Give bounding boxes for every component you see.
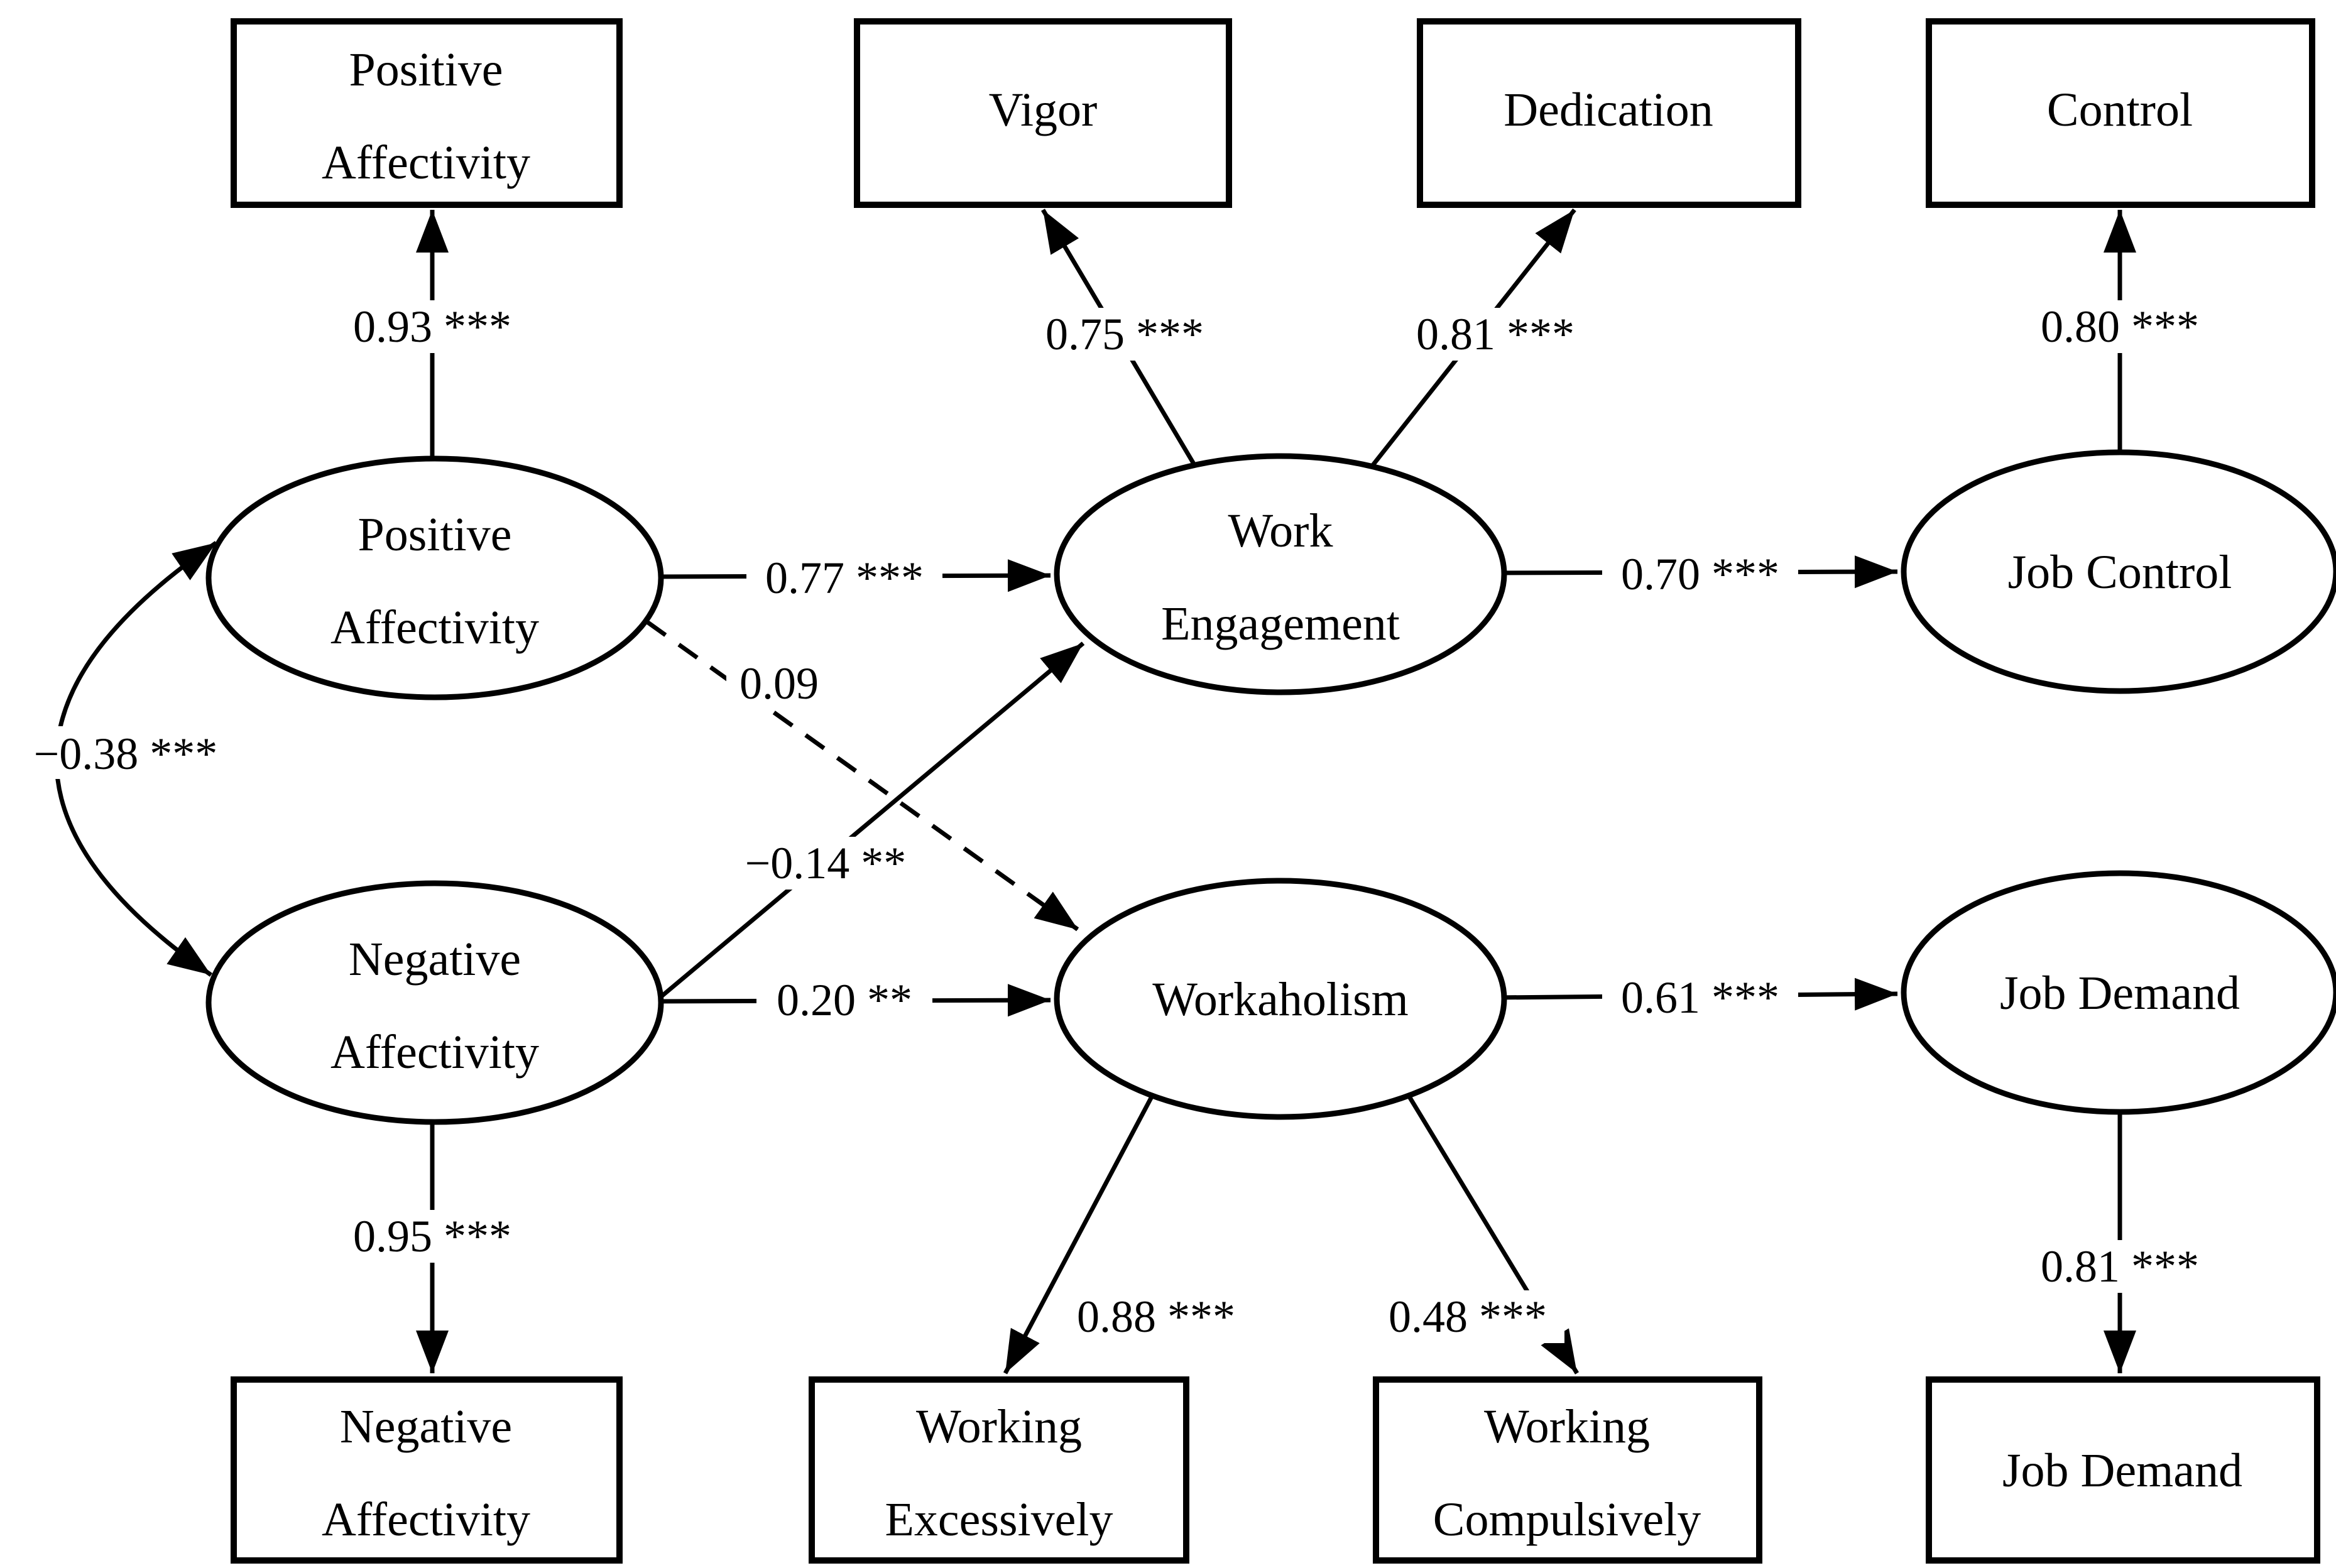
observed-working-excessively-box bbox=[809, 1376, 1189, 1564]
latent-negative-affectivity-label-line1: Negative bbox=[349, 933, 521, 986]
coefficient-working-excessively-label: 0.88 *** bbox=[1077, 1292, 1235, 1342]
nodes: Positive Affectivity Vigor Dedication Co… bbox=[205, 18, 2336, 1564]
coefficient-na-we-label: −0.14 ** bbox=[745, 838, 907, 888]
observed-dedication-label: Dedication bbox=[1504, 84, 1713, 136]
observed-vigor-box bbox=[854, 18, 1232, 208]
latent-positive-affectivity-label-line1: Positive bbox=[358, 508, 512, 561]
latent-workaholism-label: Workaholism bbox=[1152, 973, 1409, 1026]
observed-dedication-box bbox=[1417, 18, 1801, 208]
observed-working-compulsively-label-line1: Working bbox=[1484, 1400, 1650, 1453]
observed-negative-affectivity-box bbox=[231, 1376, 623, 1564]
latent-work-engagement-label-line2: Engagement bbox=[1161, 597, 1400, 650]
coefficient-na-workaholism-label: 0.20 ** bbox=[777, 975, 912, 1025]
latent-job-control-ellipse bbox=[1901, 449, 2336, 694]
edges bbox=[54, 208, 2136, 1375]
latent-negative-affectivity-label-line2: Affectivity bbox=[330, 1026, 539, 1079]
coefficient-pa-we-label: 0.77 *** bbox=[765, 553, 924, 603]
coefficient-na-observed-label: 0.95 *** bbox=[353, 1211, 511, 1261]
latent-positive-affectivity-ellipse bbox=[205, 455, 664, 700]
observed-working-excessively-label-line1: Working bbox=[916, 1400, 1082, 1453]
latent-workaholism-ellipse bbox=[1054, 878, 1507, 1120]
observed-positive-affectivity-label-line1: Positive bbox=[349, 43, 503, 96]
latent-job-control-label: Job Control bbox=[2008, 546, 2232, 599]
observed-positive-affectivity-box bbox=[231, 18, 623, 208]
latent-job-demand-ellipse bbox=[1901, 870, 2336, 1115]
coefficient-pa-workaholism-label: 0.09 bbox=[740, 658, 819, 709]
observed-positive-affectivity-label-line2: Affectivity bbox=[322, 136, 530, 189]
coefficient-dedication-label: 0.81 *** bbox=[1416, 309, 1575, 359]
observed-negative-affectivity-label-line1: Negative bbox=[340, 1400, 512, 1453]
coefficient-covariance-label: −0.38 *** bbox=[34, 729, 218, 779]
latent-negative-affectivity-ellipse bbox=[205, 880, 664, 1125]
observed-working-compulsively-box bbox=[1373, 1376, 1762, 1564]
observed-working-excessively-label-line2: Excessively bbox=[885, 1493, 1113, 1546]
observed-negative-affectivity-label-line2: Affectivity bbox=[322, 1493, 530, 1546]
observed-working-compulsively-label-line2: Compulsively bbox=[1433, 1493, 1701, 1546]
coefficient-control-label: 0.80 *** bbox=[2041, 302, 2199, 352]
observed-job-demand-label: Job Demand bbox=[2002, 1444, 2242, 1497]
latent-job-demand-label: Job Demand bbox=[2000, 967, 2240, 1020]
observed-vigor-label: Vigor bbox=[989, 84, 1098, 136]
coefficient-vigor-label: 0.75 *** bbox=[1045, 309, 1204, 359]
observed-control-label: Control bbox=[2047, 84, 2193, 136]
coefficient-working-compulsively-label: 0.48 *** bbox=[1389, 1292, 1547, 1342]
loading-arrow-working-excessively bbox=[1003, 1094, 1155, 1375]
coefficient-we-jc-label: 0.70 *** bbox=[1621, 549, 1779, 599]
coefficient-labels: 0.93 *** 0.75 *** 0.81 *** 0.80 *** 0.77… bbox=[15, 300, 2217, 1343]
coefficient-workaholism-jd-label: 0.61 *** bbox=[1621, 972, 1779, 1023]
latent-work-engagement-ellipse bbox=[1054, 453, 1507, 695]
observed-job-demand-box bbox=[1926, 1376, 2320, 1564]
structural-arrow-pa-to-workaholism-dashed bbox=[645, 620, 1080, 932]
coefficient-jd-observed-label: 0.81 *** bbox=[2041, 1241, 2199, 1292]
coefficient-pa-observed-label: 0.93 *** bbox=[353, 302, 511, 352]
observed-control-box bbox=[1926, 18, 2315, 208]
latent-work-engagement-label-line1: Work bbox=[1228, 504, 1333, 557]
latent-positive-affectivity-label-line2: Affectivity bbox=[330, 601, 539, 654]
structural-arrow-na-to-we bbox=[657, 641, 1085, 1001]
